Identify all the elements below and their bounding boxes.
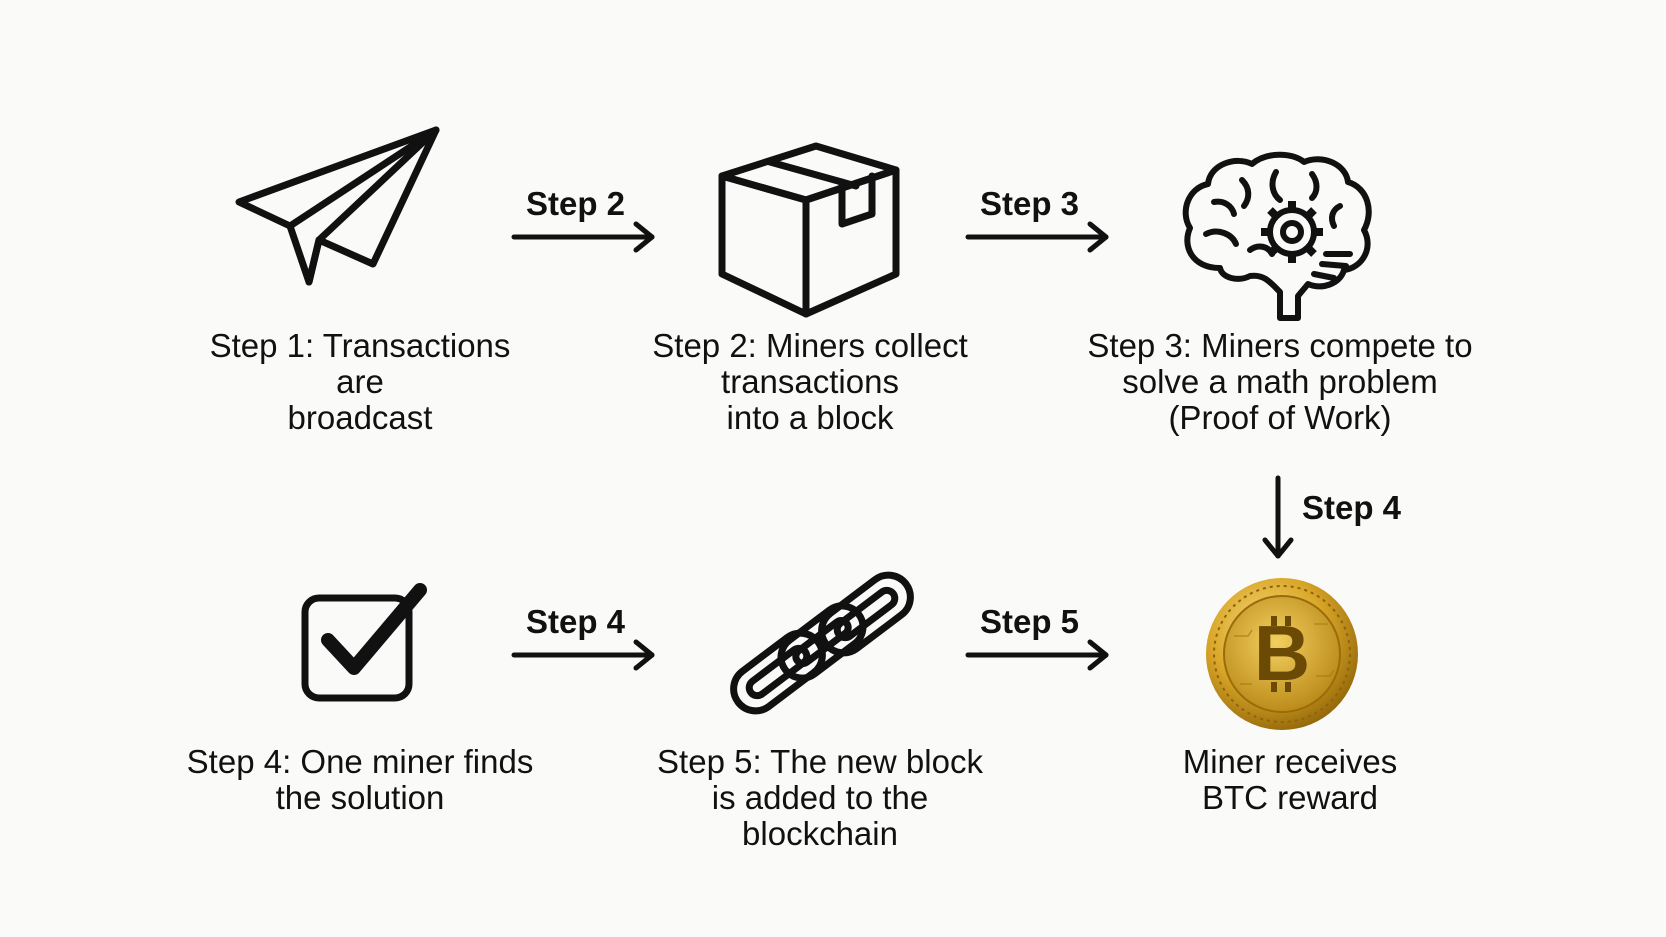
arrow-right-icon xyxy=(965,639,1112,671)
chain-link-icon xyxy=(722,571,922,716)
bitcoin-coin-icon: B xyxy=(1204,576,1360,732)
arrow-label-step-4-vertical: Step 4 xyxy=(1302,489,1402,526)
checkbox-icon xyxy=(300,582,432,704)
arrow-label-step-3: Step 3 xyxy=(980,185,1080,222)
arrow-right-icon xyxy=(965,221,1112,253)
arrow-label-step-4: Step 4 xyxy=(526,603,626,640)
step-3-caption: Step 3: Miners compete to solve a math p… xyxy=(1087,327,1473,436)
arrow-down-icon xyxy=(1262,475,1294,560)
box-icon xyxy=(718,142,900,318)
paper-plane-icon xyxy=(232,122,446,294)
step-1-caption: Step 1: Transactions are broadcast xyxy=(209,327,511,436)
brain-gear-icon xyxy=(1180,150,1376,322)
arrow-right-icon xyxy=(511,639,658,671)
arrow-label-step-5: Step 5 xyxy=(980,603,1080,640)
reward-caption: Miner receives BTC reward xyxy=(1182,743,1398,816)
step-5-caption: Step 5: The new block is added to the bl… xyxy=(657,743,983,852)
step-4-caption: Step 4: One miner finds the solution xyxy=(186,743,534,816)
arrow-label-step-2: Step 2 xyxy=(526,185,626,222)
svg-text:B: B xyxy=(1254,609,1310,697)
arrow-right-icon xyxy=(511,221,658,253)
step-2-caption: Step 2: Miners collect transactions into… xyxy=(652,327,968,436)
